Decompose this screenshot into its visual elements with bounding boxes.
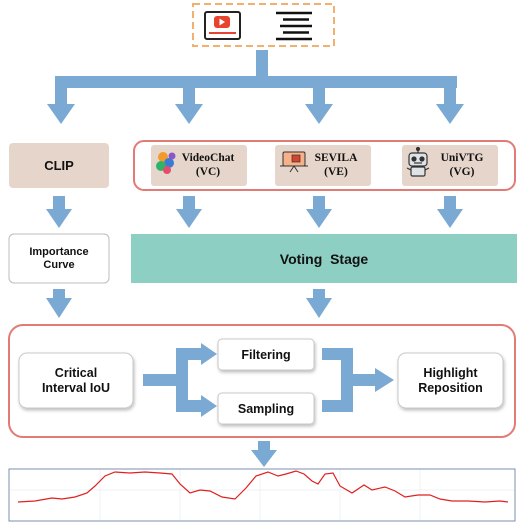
clip-box — [9, 143, 109, 188]
voting-stage-bar — [131, 234, 517, 283]
importance-curve-label: Importance Curve — [9, 234, 109, 283]
univtg-abbr: (VG) — [449, 165, 475, 178]
output-grid — [10, 470, 514, 520]
highlight-curve-line — [17, 470, 509, 503]
critical-interval-label: Critical Interval IoU — [19, 353, 133, 408]
videochat-name: VideoChat — [181, 152, 235, 165]
sampling-label: Sampling — [237, 401, 295, 416]
critical-interval-line2: Interval IoU — [41, 380, 111, 395]
videochat-label: VideoChat (VC) — [175, 145, 241, 186]
distribution-arrows — [47, 50, 464, 124]
importance-curve-line1: Importance — [29, 245, 89, 258]
filtering-label: Filtering — [241, 347, 291, 362]
filtering-box — [217, 338, 315, 371]
output-curve-box — [8, 468, 516, 522]
highlight-reposition-line2: Reposition — [418, 380, 483, 395]
voting-stage-label: Voting Stage — [279, 250, 369, 267]
highlight-reposition-label: Highlight Reposition — [398, 353, 503, 408]
univtg-label: UniVTG (VG) — [432, 145, 492, 186]
importance-curve-line2: Curve — [43, 258, 75, 271]
output-arrow — [251, 441, 277, 467]
clip-label: CLIP — [44, 158, 74, 173]
highlight-reposition-box — [397, 352, 504, 409]
process-block-outline — [8, 324, 516, 438]
sevila-name: SEVILA — [314, 152, 358, 165]
videochat-logo-icon — [156, 152, 176, 174]
sevila-icon — [280, 151, 308, 173]
input-box — [192, 3, 335, 47]
sampling-box — [217, 392, 315, 425]
level3-arrows — [46, 289, 332, 318]
level2-arrows — [46, 196, 463, 228]
univtg-robot-icon — [406, 146, 430, 177]
importance-curve-box — [8, 233, 110, 284]
sevila-label: SEVILA (VE) — [308, 145, 364, 186]
critical-interval-line1: Critical — [54, 366, 98, 381]
highlight-reposition-line1: Highlight — [423, 366, 478, 381]
univtg-name: UniVTG — [440, 152, 484, 165]
videochat-abbr: (VC) — [195, 165, 221, 178]
model-group-outline — [133, 140, 516, 191]
process-arrows — [143, 343, 394, 417]
sevila-abbr: (VE) — [324, 165, 348, 178]
text-lines-icon — [276, 11, 312, 41]
video-play-icon — [204, 11, 241, 40]
critical-interval-box — [18, 352, 134, 409]
